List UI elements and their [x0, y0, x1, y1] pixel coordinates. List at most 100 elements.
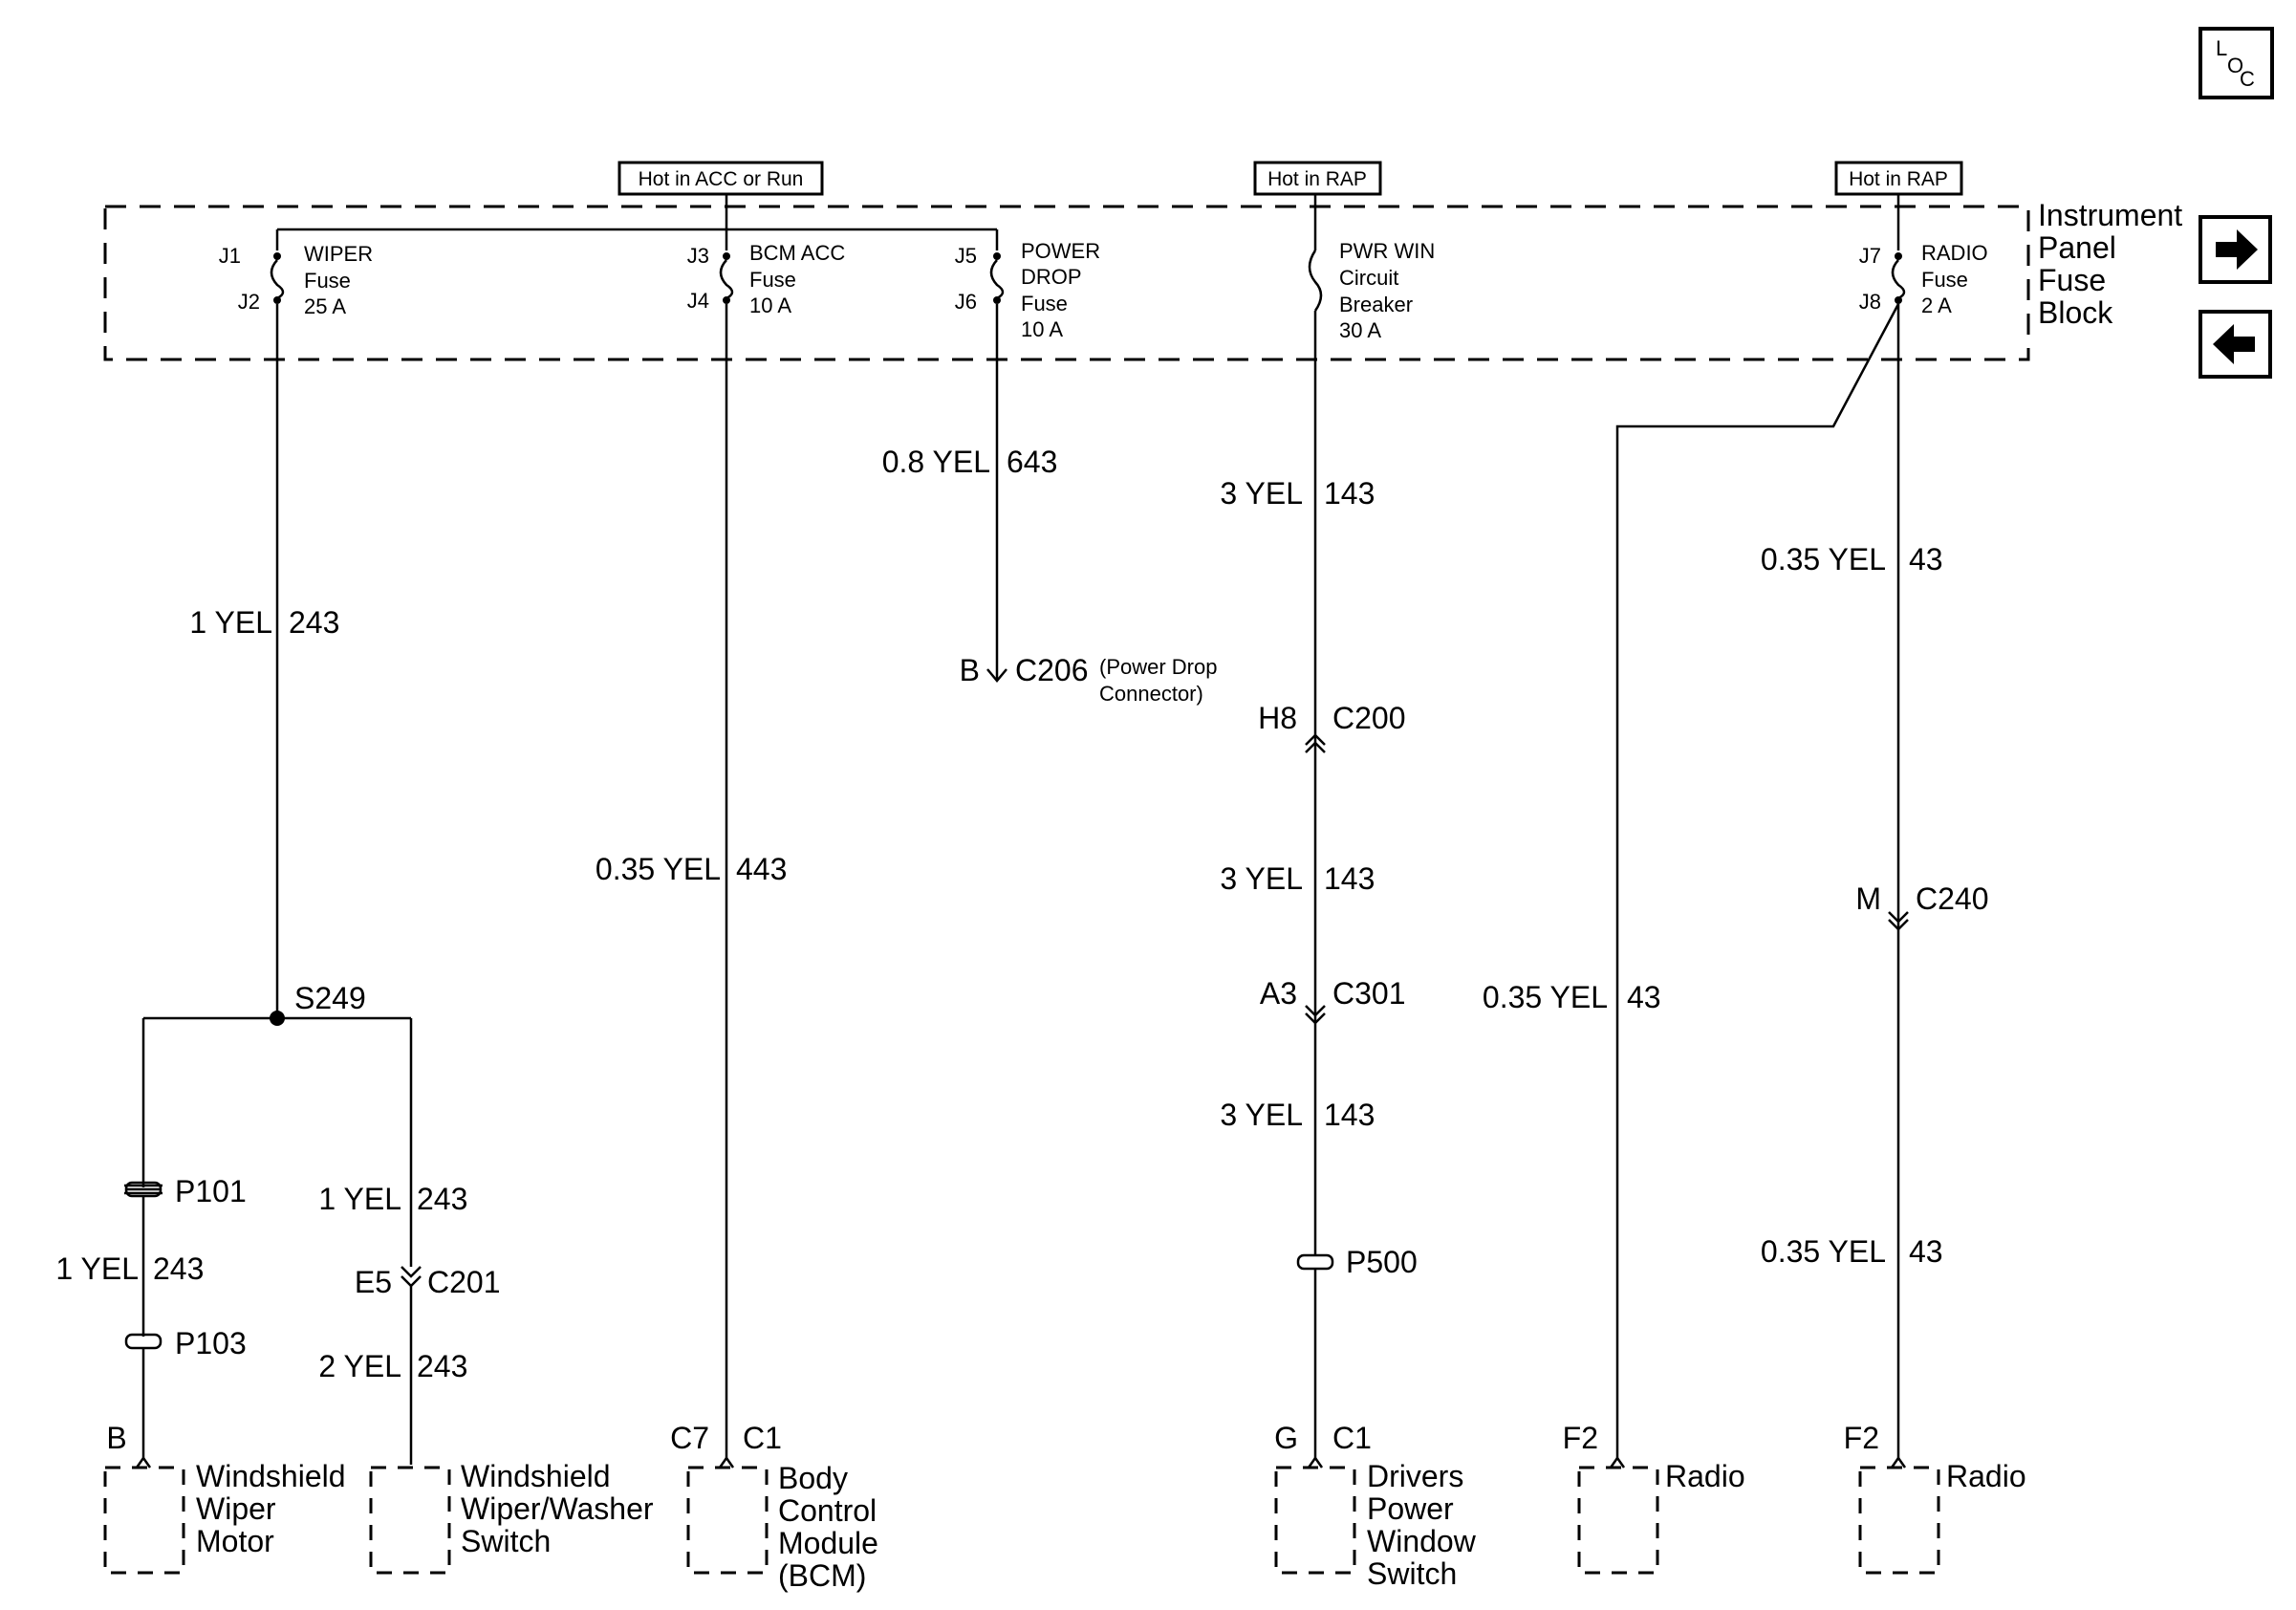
fuse-block-outline — [103, 205, 2030, 361]
passthrough-p103: P103 — [124, 1326, 247, 1360]
wiper-fuse: J1 J2 WIPER Fuse 25 A — [219, 242, 373, 318]
svg-text:Wiper: Wiper — [196, 1491, 276, 1526]
svg-text:Window: Window — [1367, 1524, 1477, 1558]
svg-text:Switch: Switch — [1367, 1556, 1457, 1591]
loc-letter-c: C — [2240, 67, 2255, 91]
svg-text:M: M — [1855, 881, 1881, 916]
hot-label-rap-1: Hot in RAP — [1253, 161, 1382, 196]
svg-text:C201: C201 — [427, 1265, 501, 1299]
svg-text:P500: P500 — [1346, 1245, 1418, 1279]
splice-s249: S249 — [270, 981, 366, 1026]
svg-text:Fuse: Fuse — [1921, 268, 1968, 292]
body-control-module: C7 C1 Body Control Module (BCM) — [670, 1421, 878, 1593]
radio-right: F2 Radio — [1844, 1421, 2026, 1575]
svg-text:C1: C1 — [1332, 1421, 1372, 1455]
wire-143-b-gauge: 3 YEL — [1220, 861, 1303, 896]
connector-c200: H8 C200 — [1258, 701, 1406, 753]
svg-text:Motor: Motor — [196, 1524, 274, 1558]
svg-text:F2: F2 — [1563, 1421, 1598, 1455]
loc-letter-l: L — [2216, 36, 2227, 60]
hot-label-rap-2: Hot in RAP — [1834, 161, 1963, 196]
fuse-block-label-2: Panel — [2038, 230, 2116, 265]
svg-text:C200: C200 — [1332, 701, 1406, 735]
svg-text:PWR WIN: PWR WIN — [1339, 239, 1435, 263]
wire-243-switch-b-gauge: 2 YEL — [318, 1349, 401, 1383]
svg-text:C301: C301 — [1332, 976, 1406, 1011]
svg-text:Radio: Radio — [1665, 1459, 1745, 1493]
wire-243-main-gauge: 1 YEL — [189, 605, 272, 640]
radio-fuse: J7 J8 RADIO Fuse 2 A — [1859, 241, 1988, 317]
svg-text:Control: Control — [778, 1493, 877, 1528]
wire-243-switch-a-circuit: 243 — [417, 1182, 467, 1216]
svg-text:10 A: 10 A — [749, 294, 791, 317]
radio-left: F2 Radio — [1563, 1421, 1745, 1575]
wire-143-c-circuit: 143 — [1324, 1098, 1375, 1132]
svg-text:Fuse: Fuse — [1021, 292, 1068, 315]
loc-letter-o: O — [2227, 54, 2243, 77]
svg-text:F2: F2 — [1844, 1421, 1879, 1455]
svg-text:Wiper/Washer: Wiper/Washer — [461, 1491, 654, 1526]
wire-243-main-circuit: 243 — [289, 605, 339, 640]
connector-c240: M C240 — [1855, 881, 1989, 931]
svg-text:Radio: Radio — [1946, 1459, 2026, 1493]
svg-text:Hot in RAP: Hot in RAP — [1267, 168, 1367, 190]
wire-43-left-circuit: 43 — [1627, 980, 1661, 1014]
wire-43-right-gauge: 0.35 YEL — [1761, 542, 1886, 577]
next-page-button[interactable] — [2199, 215, 2272, 284]
svg-text:Breaker: Breaker — [1339, 293, 1413, 316]
fuse-block-label-4: Block — [2038, 295, 2113, 330]
svg-text:WIPER: WIPER — [304, 242, 373, 266]
svg-text:Connector): Connector) — [1099, 682, 1203, 706]
previous-page-button[interactable] — [2199, 310, 2272, 379]
svg-text:G: G — [1274, 1421, 1298, 1455]
splice-branches-wire — [141, 1016, 413, 1267]
svg-text:P101: P101 — [175, 1174, 247, 1208]
wire-43-right-circuit: 43 — [1909, 542, 1943, 577]
windshield-wiper-motor: B Windshield Wiper Motor — [103, 1421, 346, 1575]
wire-643-circuit: 643 — [1007, 445, 1057, 479]
svg-text:Fuse: Fuse — [304, 269, 351, 293]
hot-label-acc-run: Hot in ACC or Run — [617, 161, 824, 196]
svg-text:J2: J2 — [238, 290, 260, 314]
svg-text:Circuit: Circuit — [1339, 266, 1398, 290]
svg-text:C1: C1 — [743, 1421, 782, 1455]
fuse-block-label-3: Fuse — [2038, 263, 2106, 297]
wire-243-switch-a-gauge: 1 YEL — [318, 1182, 401, 1216]
passthrough-p500: P500 — [1296, 1245, 1418, 1279]
connector-c301: A3 C301 — [1260, 976, 1406, 1025]
pwr-win-circuit-breaker: PWR WIN Circuit Breaker 30 A — [1308, 239, 1435, 342]
svg-text:J3: J3 — [687, 244, 709, 268]
svg-text:10 A: 10 A — [1021, 317, 1063, 341]
svg-text:Windshield: Windshield — [461, 1459, 611, 1493]
svg-text:B: B — [106, 1421, 126, 1455]
wire-143-a-circuit: 143 — [1324, 476, 1375, 511]
wire-243-switch-b-circuit: 243 — [417, 1349, 467, 1383]
wire-143-c-gauge: 3 YEL — [1220, 1098, 1303, 1132]
svg-text:Body: Body — [778, 1461, 848, 1495]
svg-text:Hot in RAP: Hot in RAP — [1849, 168, 1948, 190]
svg-text:Drivers: Drivers — [1367, 1459, 1463, 1493]
svg-text:A3: A3 — [1260, 976, 1297, 1011]
windshield-wiper-washer-switch: Windshield Wiper/Washer Switch — [369, 1459, 654, 1575]
svg-text:J4: J4 — [687, 289, 709, 313]
connector-c206: B C206 (Power Drop Connector) — [960, 653, 1218, 706]
svg-text:P103: P103 — [175, 1326, 247, 1360]
svg-text:POWER: POWER — [1021, 239, 1100, 263]
loc-button[interactable]: L O C — [2199, 27, 2274, 99]
svg-text:2 A: 2 A — [1921, 294, 1952, 317]
wire-43-left — [1615, 303, 1900, 1458]
left-arrow-icon — [2213, 324, 2255, 364]
svg-text:(BCM): (BCM) — [778, 1558, 866, 1593]
right-arrow-icon — [2216, 229, 2258, 270]
svg-text:C206: C206 — [1015, 653, 1089, 687]
svg-text:Windshield: Windshield — [196, 1459, 346, 1493]
svg-text:BCM ACC: BCM ACC — [749, 241, 845, 265]
svg-text:J5: J5 — [955, 244, 977, 268]
power-drop-fuse: J5 J6 POWER DROP Fuse 10 A — [955, 239, 1100, 341]
svg-text:Hot in ACC or Run: Hot in ACC or Run — [639, 168, 804, 190]
svg-text:E5: E5 — [355, 1265, 392, 1299]
wire-43-right-low-circuit: 43 — [1909, 1234, 1943, 1269]
svg-text:Switch: Switch — [461, 1524, 551, 1558]
acc-bus-wire — [275, 194, 999, 250]
